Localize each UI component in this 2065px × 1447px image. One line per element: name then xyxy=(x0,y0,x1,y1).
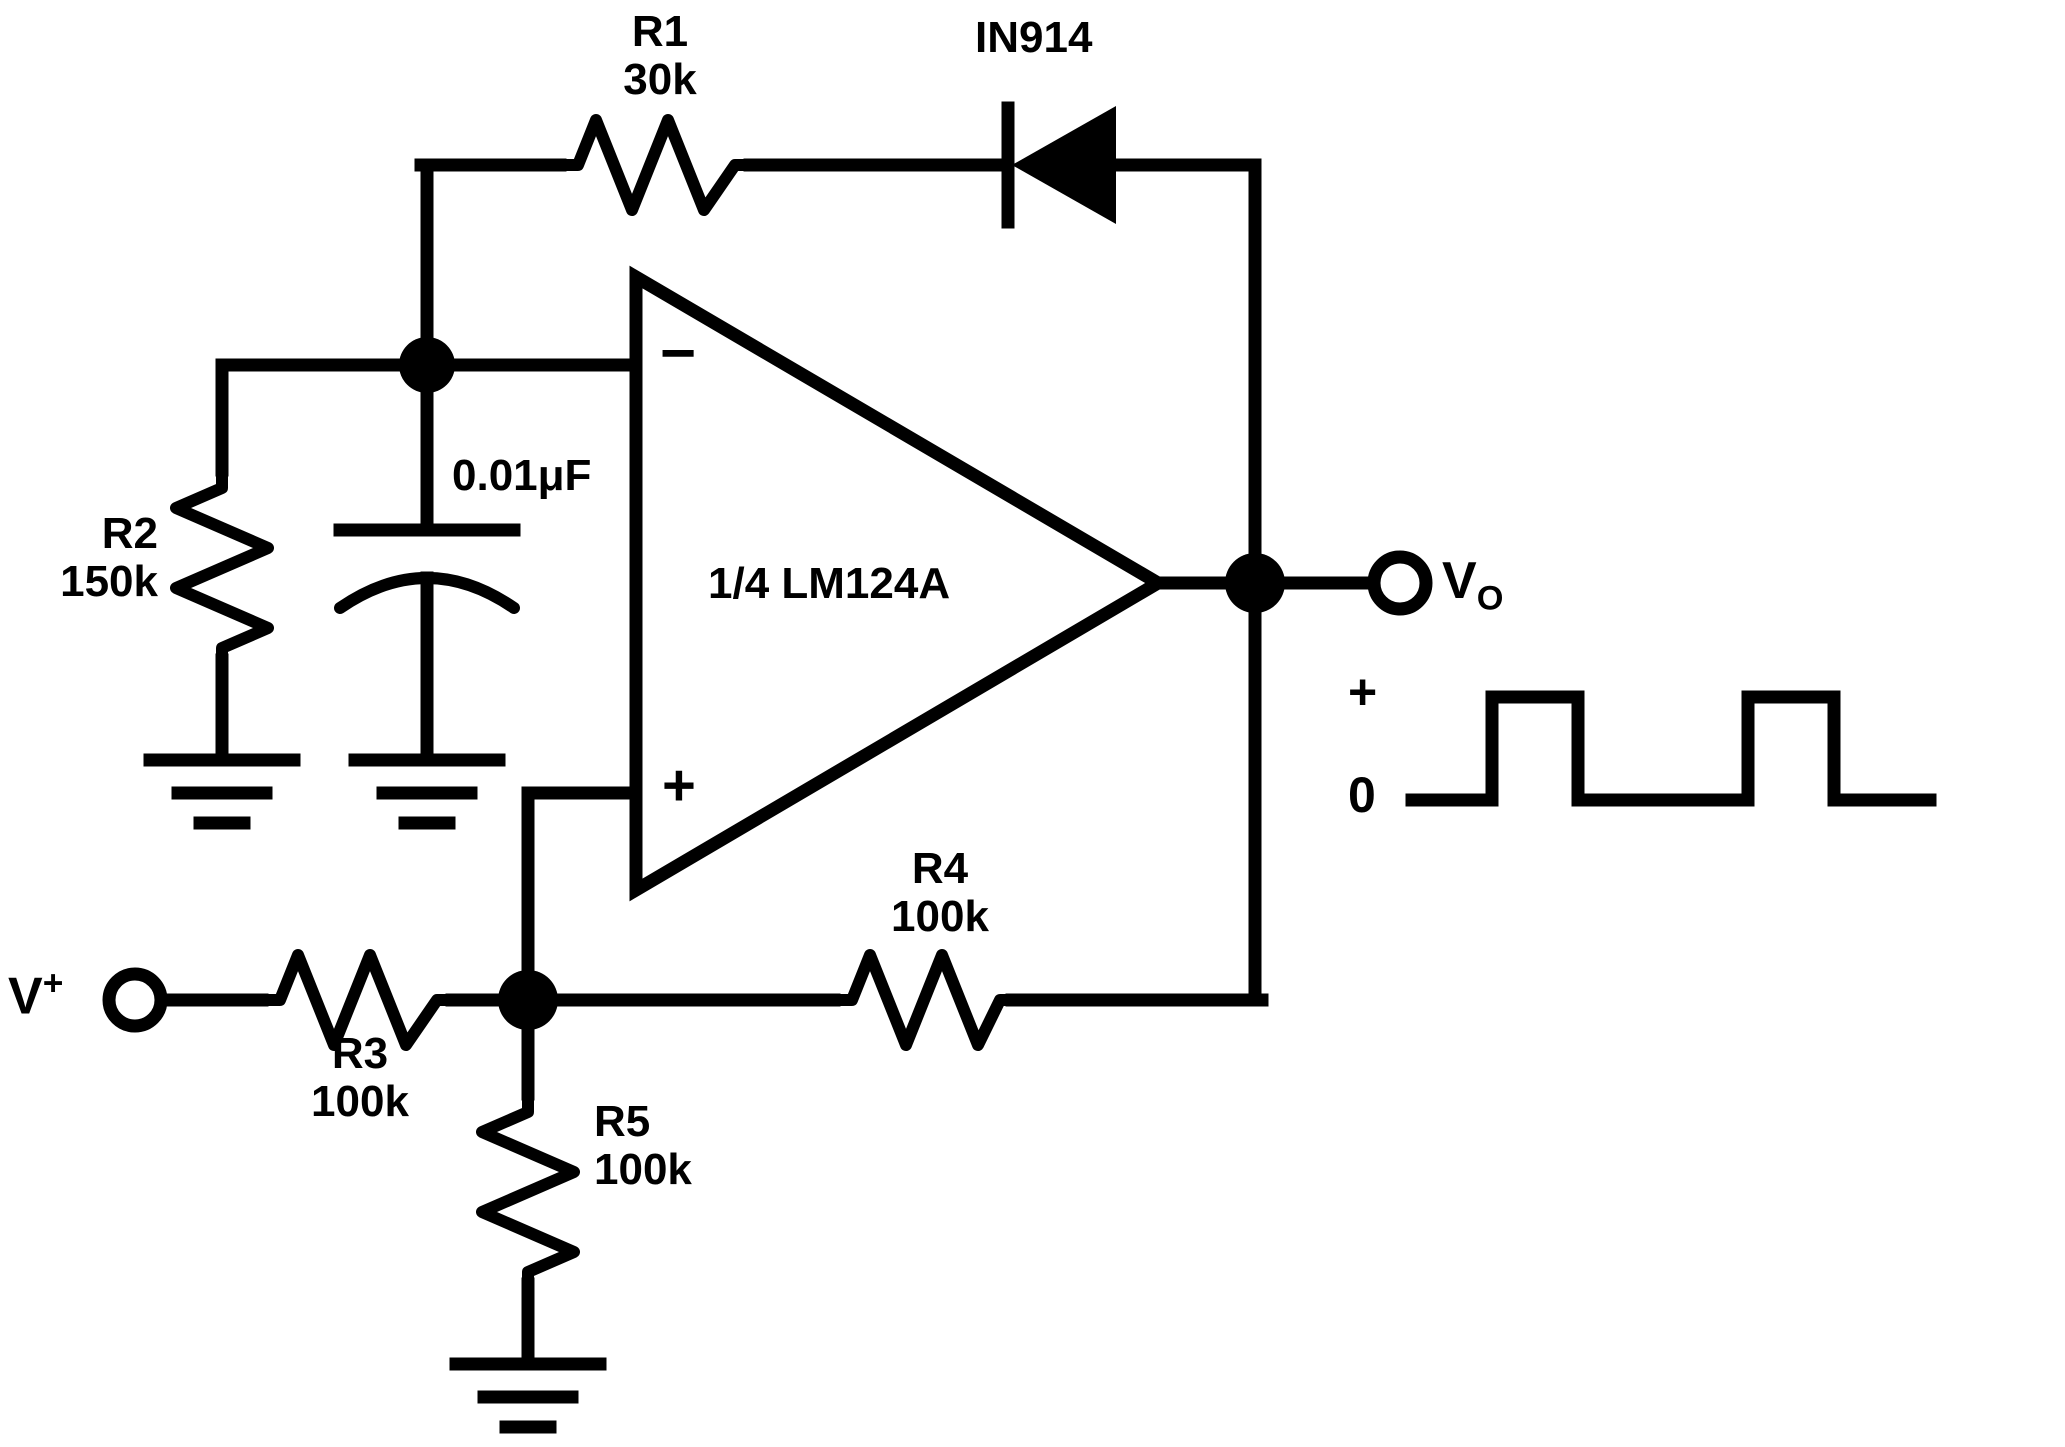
label-vout: VO xyxy=(1442,553,1503,617)
label-r1: R1 30k xyxy=(580,8,740,103)
waveform-plus-label: + xyxy=(1348,664,1378,720)
label-opamp-part: 1/4 LM124A xyxy=(708,559,951,608)
label-capacitor-value: 0.01 xyxy=(452,451,538,500)
ground-symbol-r2-icon xyxy=(143,753,301,830)
resistor-r3-icon xyxy=(256,949,461,1051)
diode-body-icon xyxy=(1012,106,1116,224)
opamp-minus-input-sign: − xyxy=(660,319,697,388)
label-vplus-superscript: + xyxy=(42,964,64,1003)
output-waveform-trace xyxy=(1405,690,1937,807)
ground-symbol-cap-icon xyxy=(348,753,506,830)
label-vout-subscript: O xyxy=(1476,579,1504,618)
label-r2-value: 150k xyxy=(60,556,158,606)
resistor-r4-icon xyxy=(828,949,1024,1051)
waveform-zero-label: 0 xyxy=(1348,767,1376,823)
label-r3: R3 100k xyxy=(280,1030,440,1125)
label-r1-value: 30k xyxy=(623,54,697,104)
label-vout-name: V xyxy=(1442,552,1477,610)
opamp-icon xyxy=(629,265,1171,902)
terminal-vout-icon[interactable] xyxy=(1367,550,1433,616)
label-r4: R4 100k xyxy=(860,845,1020,940)
wire-diode-to-output xyxy=(1105,158,1262,585)
label-r2-ref: R2 xyxy=(101,509,158,558)
resistor-r5-icon xyxy=(476,1088,580,1296)
ground-symbol-r5-icon xyxy=(449,1357,607,1434)
resistor-r1-icon xyxy=(554,114,759,216)
label-capacitor: 0.01μF xyxy=(452,452,591,500)
terminal-vplus-icon[interactable] xyxy=(102,967,168,1033)
label-vplus-name: V xyxy=(8,967,43,1026)
junction-dot-inverting-node xyxy=(399,337,455,393)
label-r5-value: 100k xyxy=(594,1144,692,1194)
label-r3-value: 100k xyxy=(311,1076,409,1126)
label-vplus: V+ xyxy=(8,964,64,1026)
label-r1-ref: R1 xyxy=(631,7,689,56)
label-r3-ref: R3 xyxy=(331,1029,389,1078)
label-capacitor-unit: μF xyxy=(537,451,592,500)
label-r4-ref: R4 xyxy=(911,844,969,893)
wire-noninverting-input xyxy=(521,786,643,1007)
opamp-plus-input-sign: + xyxy=(662,753,696,818)
label-r5: R5 100k xyxy=(594,1098,692,1193)
resistor-r2-icon xyxy=(170,464,274,672)
label-diode-ref: IN914 xyxy=(975,13,1093,62)
label-r4-value: 100k xyxy=(891,891,989,941)
label-r2: R2 150k xyxy=(48,510,158,605)
label-r5-ref: R5 xyxy=(594,1097,651,1146)
